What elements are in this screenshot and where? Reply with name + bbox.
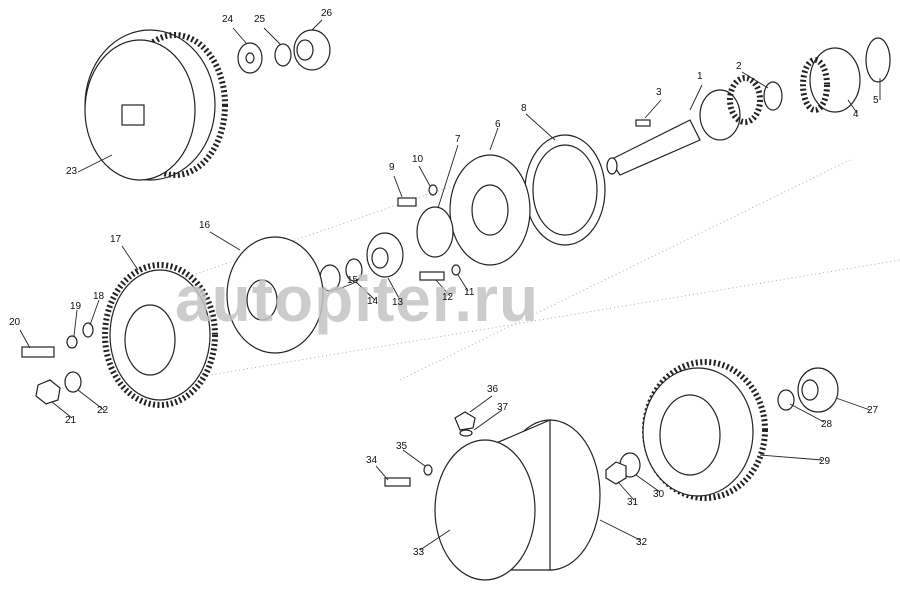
washer-11 (451, 264, 461, 276)
bearing-26 (293, 29, 331, 71)
washer-10 (428, 184, 438, 196)
label-21: 21 (65, 415, 77, 426)
gasket-8 (524, 134, 606, 246)
nut-31 (605, 461, 627, 485)
label-5: 5 (873, 95, 879, 106)
label-35: 35 (396, 441, 408, 452)
key-3 (635, 119, 651, 127)
plug-36 (454, 411, 476, 431)
label-23: 23 (66, 166, 78, 177)
ring-25 (274, 43, 292, 67)
gear-17 (102, 262, 218, 408)
label-13: 13 (392, 297, 404, 308)
label-19: 19 (70, 301, 82, 312)
seal-7 (416, 206, 454, 258)
label-18: 18 (93, 291, 105, 302)
label-27: 27 (867, 405, 879, 416)
label-34: 34 (366, 455, 378, 466)
label-15: 15 (347, 275, 359, 286)
label-8: 8 (521, 103, 527, 114)
bolt-9 (397, 197, 417, 207)
washer-35 (423, 464, 433, 476)
bearing-27 (797, 367, 839, 413)
washer-19 (66, 335, 78, 349)
label-24: 24 (222, 14, 234, 25)
ring-2 (763, 81, 783, 111)
washer-18 (82, 322, 94, 338)
label-14: 14 (367, 296, 379, 307)
label-20: 20 (9, 317, 21, 328)
label-4: 4 (853, 109, 859, 120)
label-37: 37 (497, 402, 509, 413)
bolt-20 (21, 346, 55, 358)
gear-23 (84, 29, 228, 181)
label-6: 6 (495, 119, 501, 130)
label-22: 22 (97, 405, 109, 416)
label-2: 2 (736, 61, 742, 72)
label-29: 29 (819, 456, 831, 467)
washer-37 (459, 429, 473, 437)
circlip-5 (865, 37, 891, 83)
gear-29 (642, 359, 768, 501)
label-32: 32 (636, 537, 648, 548)
flange-6 (449, 154, 531, 266)
label-11: 11 (464, 287, 475, 298)
label-25: 25 (254, 14, 266, 25)
label-30: 30 (653, 489, 665, 500)
label-16: 16 (199, 220, 211, 231)
label-10: 10 (412, 154, 424, 165)
washer-22 (64, 371, 82, 393)
bushing-4 (800, 47, 861, 113)
hub-16 (226, 236, 324, 354)
label-9: 9 (389, 162, 395, 173)
label-1: 1 (697, 71, 703, 82)
nut-21 (35, 379, 61, 405)
bearing-13 (366, 232, 404, 278)
bolt-12 (419, 271, 445, 281)
label-7: 7 (455, 134, 461, 145)
label-28: 28 (821, 419, 833, 430)
label-31: 31 (627, 497, 639, 508)
washer-24 (237, 42, 263, 74)
shaft-1 (606, 75, 763, 176)
label-26: 26 (321, 8, 333, 19)
ring-14 (345, 258, 363, 282)
label-33: 33 (413, 547, 425, 558)
ring-28 (777, 389, 795, 411)
label-17: 17 (110, 234, 122, 245)
label-36: 36 (487, 384, 499, 395)
cover-33 (434, 439, 536, 581)
watermark: autopiter.ru (175, 263, 540, 335)
leader-lines (19, 19, 881, 551)
label-12: 12 (442, 292, 454, 303)
label-3: 3 (656, 87, 662, 98)
bolt-34 (384, 477, 411, 487)
